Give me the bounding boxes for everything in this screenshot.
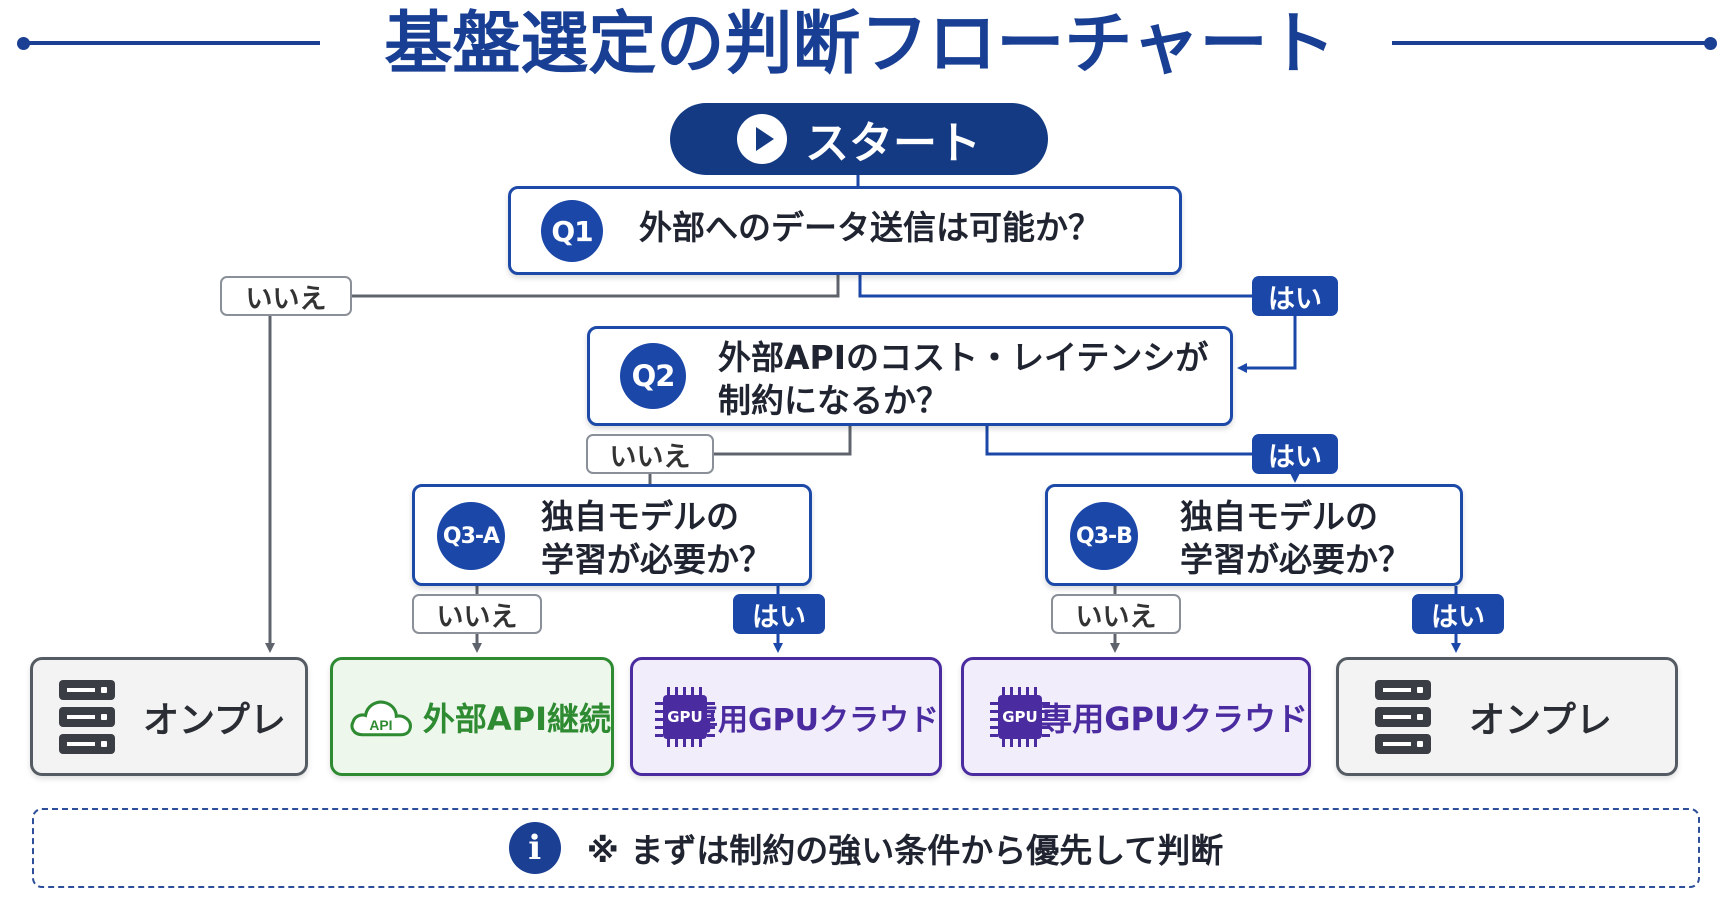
title-dot-right <box>1704 37 1717 50</box>
q2-text: 外部APIのコスト・レイテンシが 制約になるか？ <box>718 337 1208 423</box>
gpu-chip-icon-text: GPU <box>663 694 707 739</box>
result-onprem-left: オンプレ <box>30 657 308 776</box>
result-gpu-cloud-a-label: 専用GPUクラウド <box>688 702 939 738</box>
question-q1: Q1 外部へのデータ送信は可能か？ <box>508 186 1182 275</box>
server-icon <box>59 679 115 754</box>
result-onprem-left-label: オンプレ <box>143 699 286 741</box>
result-external-api: API 外部API継続 <box>330 657 614 776</box>
question-q2: Q2 外部APIのコスト・レイテンシが 制約になるか？ <box>587 326 1233 426</box>
q3b-badge: Q3-B <box>1070 502 1138 570</box>
q2-no-label: いいえ <box>586 434 714 474</box>
q3b-no-label: いいえ <box>1051 594 1181 634</box>
title-rule-left <box>22 41 320 45</box>
q3a-no-label: いいえ <box>412 594 542 634</box>
gpu-chip-icon: GPU <box>655 686 715 747</box>
title-dot-left <box>17 37 30 50</box>
q3a-text-line1: 独自モデルの <box>541 497 739 536</box>
q2-text-line1: 外部APIのコスト・レイテンシが <box>718 338 1209 377</box>
result-onprem-right: オンプレ <box>1336 657 1678 776</box>
note-text: ※ まずは制約の強い条件から優先して判断 <box>586 831 1224 870</box>
q3b-text-line1: 独自モデルの <box>1180 497 1378 536</box>
cloud-api-icon: API <box>350 700 412 736</box>
cloud-api-icon-text: API <box>369 717 392 733</box>
start-node: スタート <box>670 103 1048 175</box>
line-q2-no <box>645 426 852 497</box>
start-label: スタート <box>805 118 981 169</box>
result-external-api-label: 外部API継続 <box>422 699 611 738</box>
result-gpu-cloud-a: GPU 専用GPUクラウド <box>630 657 942 776</box>
q3a-text: 独自モデルの 学習が必要か？ <box>541 496 772 582</box>
q1-badge: Q1 <box>541 200 603 262</box>
q2-text-line2: 制約になるか？ <box>718 380 949 420</box>
q3a-yes-label: はい <box>733 594 825 634</box>
server-icon <box>1375 679 1431 754</box>
gpu-chip-icon-text: GPU <box>998 694 1042 739</box>
note-box: i ※ まずは制約の強い条件から優先して判断 <box>32 808 1700 888</box>
result-gpu-cloud-b: GPU 専用GPUクラウド <box>961 657 1311 776</box>
q3a-badge: Q3-A <box>437 502 505 570</box>
info-icon: i <box>508 822 561 874</box>
q2-yes-label: はい <box>1252 434 1338 474</box>
q1-no-label: いいえ <box>220 276 352 316</box>
q3b-text-line2: 学習が必要か？ <box>1180 539 1411 579</box>
result-onprem-right-label: オンプレ <box>1469 699 1612 741</box>
question-q3a: Q3-A 独自モデルの 学習が必要か？ <box>412 484 812 586</box>
gpu-chip-icon: GPU <box>990 686 1050 747</box>
q3a-text-line2: 学習が必要か？ <box>541 539 772 579</box>
q1-yes-label: はい <box>1252 276 1338 316</box>
title-rule-right <box>1392 41 1710 45</box>
q3b-yes-label: はい <box>1412 594 1504 634</box>
q3b-text: 独自モデルの 学習が必要か？ <box>1180 496 1411 582</box>
line-q2-yes <box>985 426 1300 483</box>
q2-badge: Q2 <box>620 343 686 409</box>
question-q3b: Q3-B 独自モデルの 学習が必要か？ <box>1045 484 1463 586</box>
q1-text: 外部へのデータ送信は可能か？ <box>639 208 1101 247</box>
result-gpu-cloud-b-label: 専用GPUクラウド <box>1040 699 1308 738</box>
page-title: 基盤選定の判断フローチャート <box>384 5 1336 84</box>
play-icon <box>737 114 787 164</box>
line-q1-no <box>265 275 840 653</box>
